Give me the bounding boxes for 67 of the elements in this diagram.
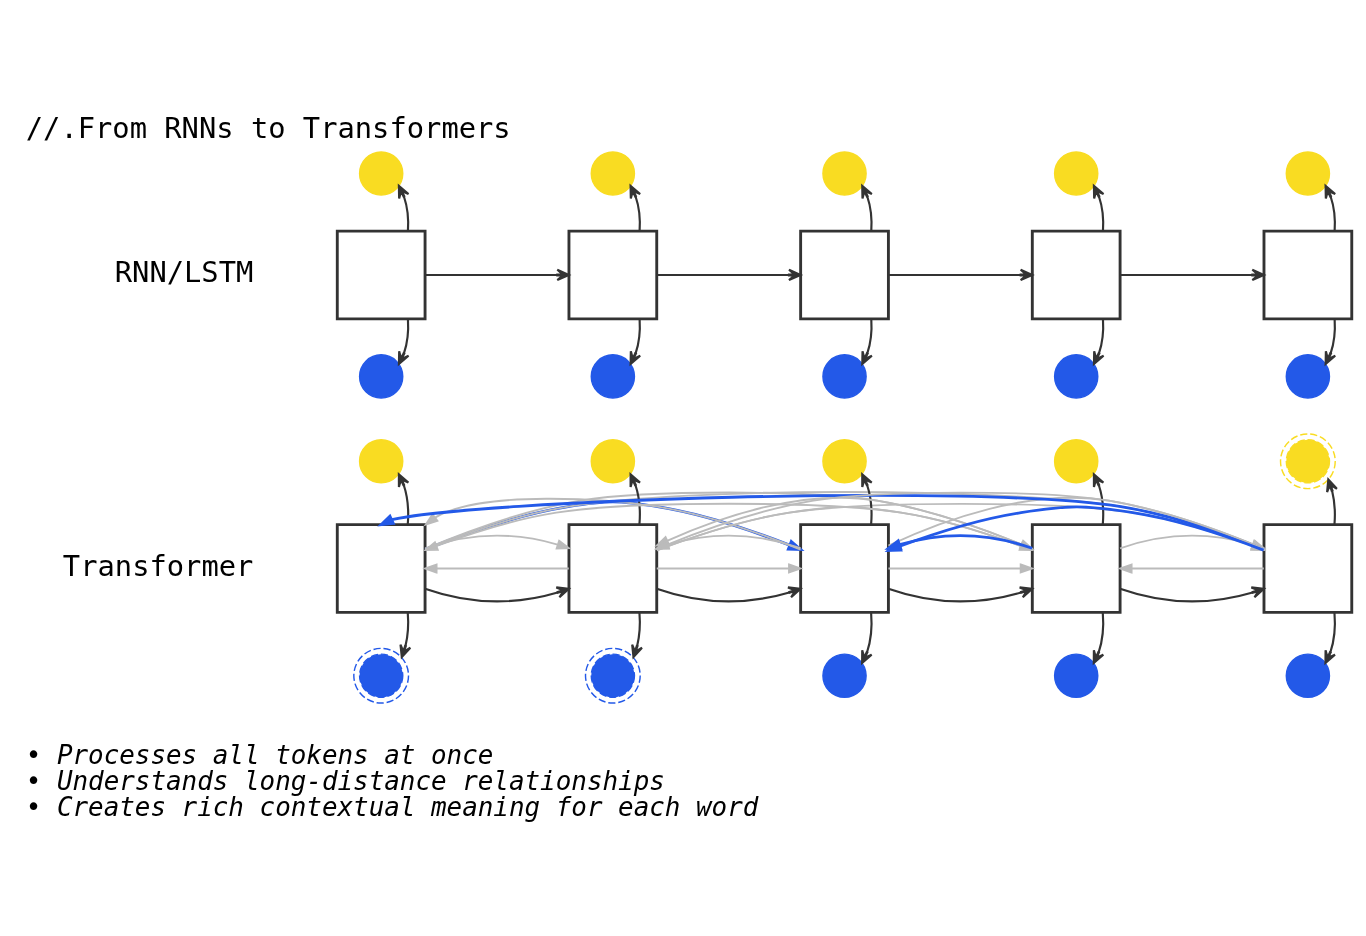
node-box: [1262, 229, 1354, 320]
arrow: [861, 472, 873, 524]
node-box: [335, 522, 427, 614]
node-box: [335, 229, 427, 320]
node-circle: [590, 353, 636, 399]
arrow: [1324, 612, 1337, 664]
node-doublecircle: [584, 647, 641, 704]
node-circle: [1285, 150, 1331, 196]
arrow: [1324, 318, 1337, 365]
label: Transformer: [62, 548, 254, 583]
node-circle: [1285, 353, 1331, 399]
node-circle: [1053, 353, 1099, 399]
node-circle: [358, 438, 404, 484]
node-circle: [358, 353, 404, 399]
node-circle: [822, 150, 867, 196]
node-doublecircle: [353, 647, 410, 704]
arrow: [861, 318, 873, 365]
node-box: [799, 229, 890, 320]
arrow: [424, 534, 572, 549]
arrow: [629, 472, 642, 524]
label: • Processes all tokens at once: [25, 739, 494, 770]
arrow: [397, 184, 410, 231]
node-circle: [1053, 150, 1099, 196]
arrow: [861, 184, 873, 231]
arrow: [397, 318, 410, 365]
arrow: [422, 562, 570, 574]
node-circle: [822, 652, 867, 698]
node-box: [1030, 522, 1122, 614]
arrow: [888, 268, 1034, 281]
node-circle: [590, 438, 636, 484]
node-doublecircle: [1279, 432, 1336, 489]
arrow: [1324, 184, 1337, 231]
arrow: [399, 612, 412, 658]
node-box: [799, 522, 890, 614]
node-circle: [1285, 652, 1331, 698]
arrow: [655, 562, 804, 574]
diagram-title: //.From RNNs to Transformers: [25, 110, 511, 145]
arrow: [887, 562, 1035, 574]
node-circle: [358, 150, 404, 196]
arrow: [1092, 184, 1105, 231]
node-circle: [822, 438, 867, 484]
arrow: [1092, 612, 1105, 664]
arrow: [1092, 318, 1105, 365]
arrow: [629, 318, 642, 365]
node-circle: [590, 150, 636, 196]
node-box: [1030, 229, 1122, 320]
arrow: [629, 184, 642, 231]
arrow: [888, 585, 1034, 602]
arrow: [861, 612, 873, 664]
node-circle: [1053, 438, 1099, 484]
node-circle: [1053, 652, 1099, 698]
arrow: [1120, 268, 1265, 281]
arrow: [1326, 477, 1338, 524]
arrow: [1119, 585, 1265, 602]
node-box: [1262, 522, 1354, 614]
node-box: [567, 229, 659, 320]
arrow: [631, 612, 644, 658]
arrow: [1117, 562, 1265, 574]
node-circle: [822, 353, 867, 399]
node-box: [567, 522, 659, 614]
arrow: [656, 268, 802, 281]
arrow: [397, 472, 410, 524]
arrow: [656, 585, 802, 602]
arrow: [1092, 472, 1105, 524]
arrow: [424, 585, 570, 602]
arrow: [425, 268, 570, 281]
label: RNN/LSTM: [114, 254, 254, 289]
